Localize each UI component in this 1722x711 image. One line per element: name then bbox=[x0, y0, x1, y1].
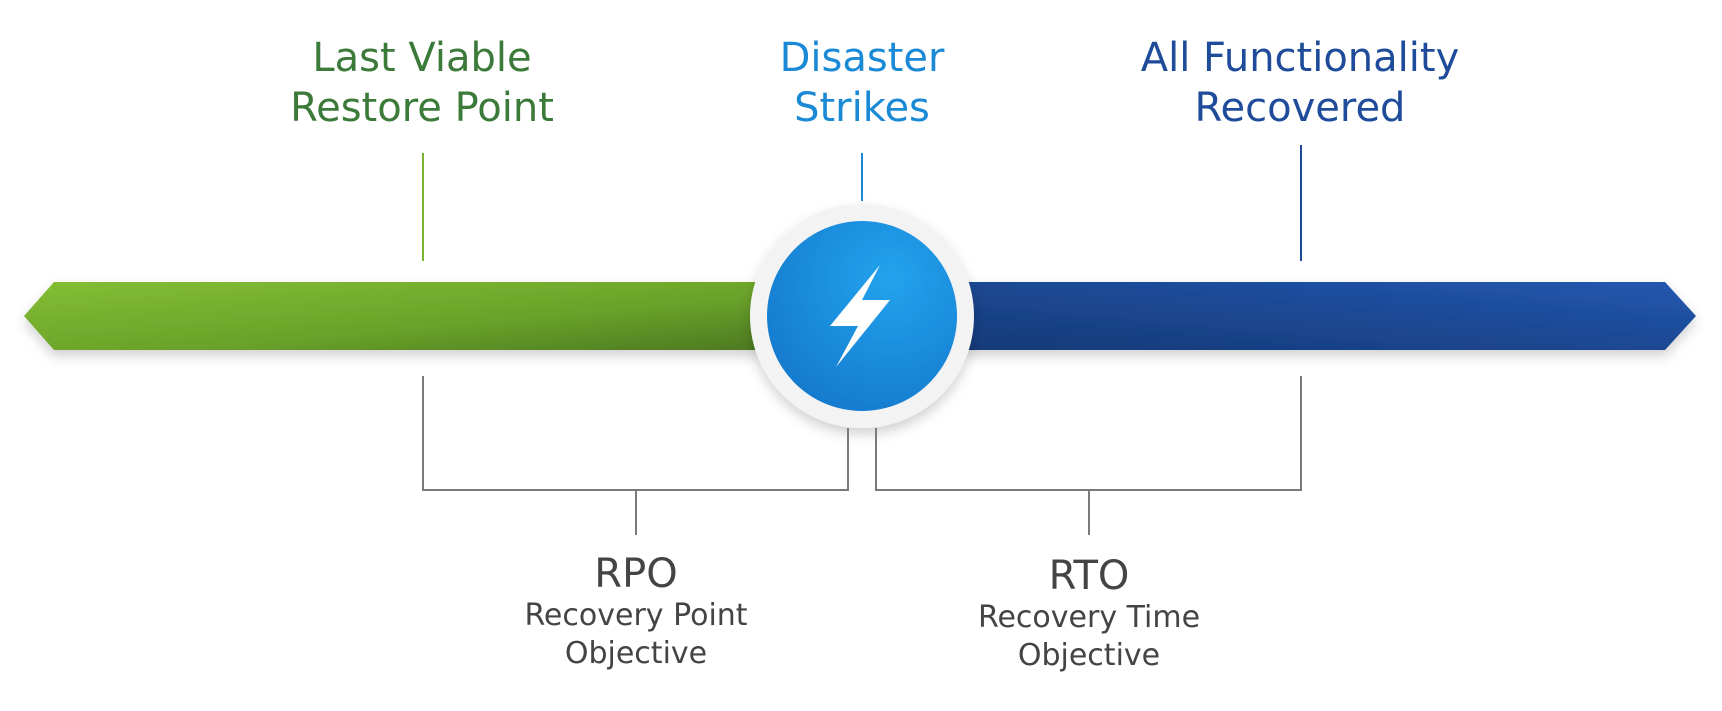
rto-bracket-bottom bbox=[875, 489, 1302, 491]
rto-timeline-segment bbox=[965, 282, 1696, 350]
rpo-bracket-right bbox=[847, 428, 849, 491]
rto-bracket-right bbox=[1300, 376, 1302, 491]
disaster-marker-line bbox=[861, 153, 863, 201]
rto-bracket-left bbox=[875, 428, 877, 491]
milestone-disaster-strikes: Disaster Strikes bbox=[712, 33, 1012, 133]
milestone-line-1: Last Viable bbox=[312, 35, 532, 81]
milestone-line-1: All Functionality bbox=[1140, 35, 1460, 81]
objective-line-2: Objective bbox=[1017, 638, 1161, 673]
milestone-line-2: Recovered bbox=[1194, 85, 1406, 131]
objective-rpo: RPO Recovery Point Objective bbox=[486, 551, 786, 673]
rpo-bracket-left bbox=[422, 376, 424, 491]
objective-abbr: RPO bbox=[594, 551, 678, 597]
lightning-bolt-icon bbox=[830, 265, 890, 367]
milestone-line-2: Restore Point bbox=[290, 85, 554, 131]
milestone-line-2: Strikes bbox=[794, 85, 930, 131]
recovered-marker-line bbox=[1300, 145, 1302, 261]
rpo-bracket-stem bbox=[635, 491, 637, 535]
objective-rto: RTO Recovery Time Objective bbox=[939, 553, 1239, 675]
rto-bracket-stem bbox=[1088, 491, 1090, 535]
milestone-line-1: Disaster bbox=[779, 35, 945, 81]
objective-line-1: Recovery Point bbox=[524, 598, 748, 633]
objective-line-1: Recovery Time bbox=[977, 600, 1201, 635]
milestone-last-viable-restore-point: Last Viable Restore Point bbox=[262, 33, 582, 133]
milestone-all-functionality-recovered: All Functionality Recovered bbox=[1100, 33, 1500, 133]
restore-point-marker-line bbox=[422, 153, 424, 261]
objective-line-2: Objective bbox=[564, 636, 708, 671]
rpo-bracket-bottom bbox=[422, 489, 849, 491]
objective-abbr: RTO bbox=[1048, 553, 1130, 599]
rpo-timeline-segment bbox=[24, 282, 760, 350]
